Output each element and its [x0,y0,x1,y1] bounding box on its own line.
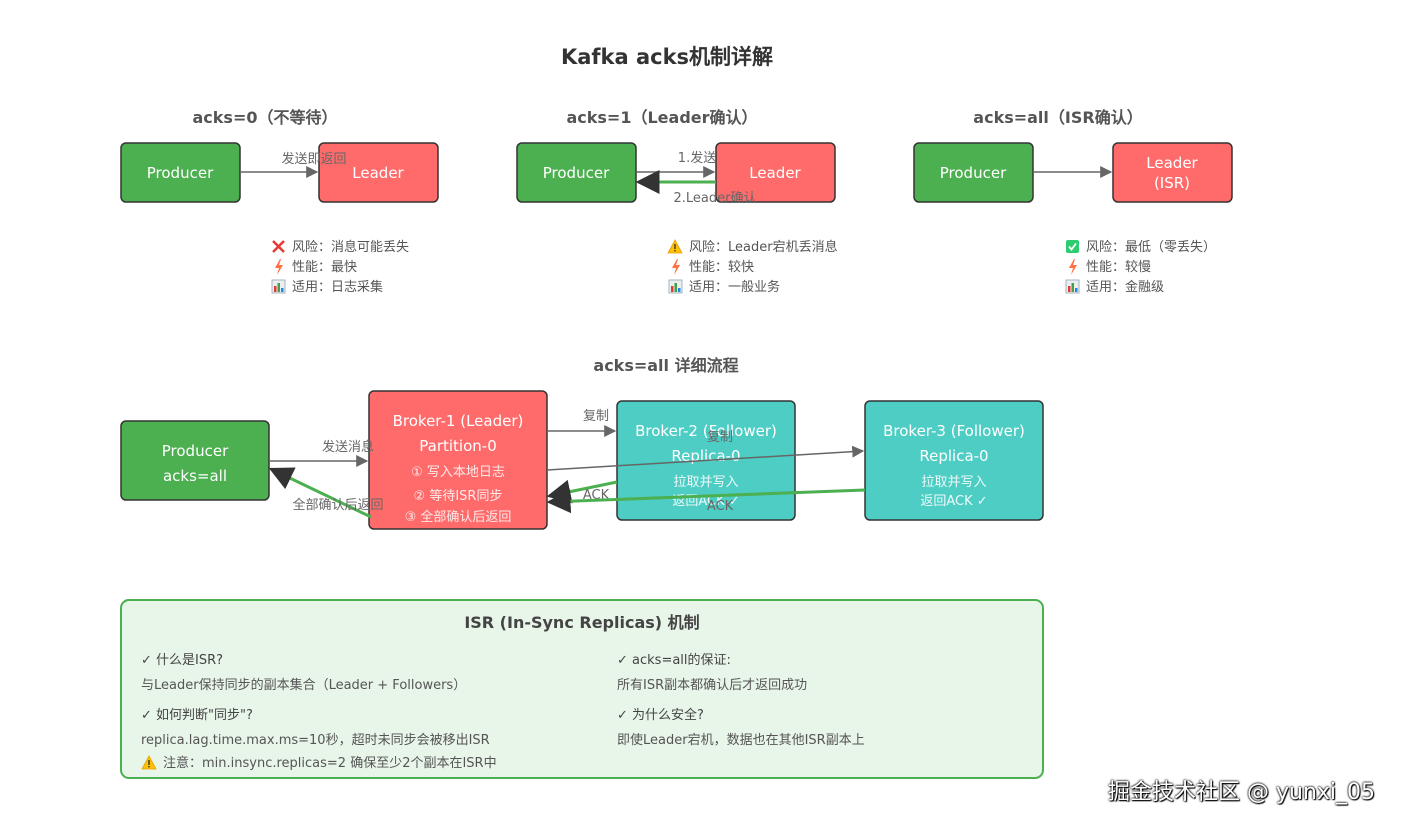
copy-to-broker3-arrow [546,445,865,471]
flow-heading: acks=all 详细流程 [593,356,738,375]
page-title: Kafka acks机制详解 [561,45,773,69]
notes-acks-0: 风险：消息可能丢失 性能：最快 适用：日志采集 [271,239,409,295]
copy-to-broker2-label: 复制 [583,409,609,424]
broker3-follower-box [864,400,1044,521]
note-performance: 性能：最快 [292,260,357,275]
note-usage: 适用：一般业务 [689,279,780,295]
leader-label: Leader [1146,154,1198,172]
mode-heading: acks=0（不等待） [193,108,338,127]
bar-chart-icon [1065,279,1080,294]
warning-icon [667,239,683,254]
broker2-title: Broker-2 (Follower) [635,422,777,440]
mode-acks-0: acks=0（不等待） Producer Leader 发送即返回 [120,108,439,203]
watermark: 掘金技术社区 @ yunxi_05 [1108,780,1376,805]
isr-question: ✓ 什么是ISR? [141,653,223,668]
leader-box [318,142,439,203]
broker2-replica: Replica-0 [671,447,740,465]
note-risk: 风险：最低（零丢失） [1086,240,1216,255]
notes-acks-1: 风险：Leader宕机丢消息 性能：较快 适用：一般业务 [667,239,838,295]
broker1-step: ② 等待ISR同步 [414,488,503,504]
lightning-icon [1069,259,1077,275]
cross-icon [272,240,285,253]
isr-answer: 与Leader保持同步的副本集合（Leader + Followers） [141,677,466,693]
broker1-step: ③ 全部确认后返回 [405,509,512,525]
ack-label: 2.Leader确认 [674,191,757,206]
mode-acks-all: acks=all（ISR确认） Producer Leader (ISR) [913,108,1233,203]
mode-heading: acks=1（Leader确认） [566,108,757,127]
return-all-label: 全部确认后返回 [292,497,383,513]
check-box-icon [1066,240,1079,253]
broker1-partition: Partition-0 [419,437,496,455]
mode-acks-1: acks=1（Leader确认） Producer Leader 1.发送 2.… [516,108,836,206]
leader-label: Leader [749,164,801,182]
leader-box [715,142,836,203]
producer-label: Producer [147,164,214,182]
note-performance: 性能：较慢 [1086,259,1151,275]
note-performance: 性能：较快 [689,260,754,275]
broker2-step: 拉取并写入 [673,475,738,490]
isr-answer: 所有ISR副本都确认后才返回成功 [617,678,807,693]
leader-sublabel: (ISR) [1154,174,1190,192]
isr-question: ✓ 如何判断"同步"? [141,707,253,723]
producer-label: Producer [543,164,610,182]
flow-producer-config: acks=all [163,467,227,485]
bar-chart-icon [271,279,286,294]
lightning-icon [275,259,283,275]
broker1-leader-box [368,390,548,530]
return-all-arrow [268,467,372,519]
note-usage: 适用：日志采集 [292,279,383,295]
broker1-title: Broker-1 (Leader) [393,412,524,430]
broker3-replica: Replica-0 [919,447,988,465]
send-label: 1.发送 [678,150,716,166]
broker3-step: 返回ACK ✓ [920,494,987,509]
broker1-step: ① 写入本地日志 [411,465,505,480]
isr-question: ✓ 为什么安全? [617,707,704,723]
send-message-label: 发送消息 [322,439,374,455]
leader-label: Leader [352,164,404,182]
copy-to-broker3-label: 复制 [707,430,733,445]
producer-label: Producer [940,164,1007,182]
notes-acks-all: 风险：最低（零丢失） 性能：较慢 适用：金融级 [1065,240,1216,295]
send-label: 发送即返回 [281,151,346,167]
note-risk: 风险：消息可能丢失 [292,239,409,255]
note-usage: 适用：金融级 [1086,279,1164,295]
bar-chart-icon [668,279,683,294]
isr-panel [120,599,1044,779]
broker3-step: 拉取并写入 [921,475,986,490]
isr-question: ✓ acks=all的保证: [617,652,731,668]
broker3-title: Broker-3 (Follower) [883,422,1025,440]
flow-producer-box [120,420,270,501]
ack-from-broker3-label: ACK [707,499,734,514]
ack-from-broker3-arrow [546,488,866,514]
note-risk: 风险：Leader宕机丢消息 [689,239,838,255]
isr-title: ISR (In-Sync Replicas) 机制 [464,613,699,632]
isr-answer: replica.lag.time.max.ms=10秒，超时未同步会被移出ISR [141,733,490,748]
isr-warning: 注意：min.insync.replicas=2 确保至少2个副本在ISR中 [163,755,497,771]
mode-heading: acks=all（ISR确认） [973,108,1142,127]
leader-box [1112,142,1233,203]
flow-producer-label: Producer [162,442,229,460]
isr-answer: 即使Leader宕机，数据也在其他ISR副本上 [617,732,865,748]
lightning-icon [672,259,680,275]
warning-icon [141,755,157,770]
